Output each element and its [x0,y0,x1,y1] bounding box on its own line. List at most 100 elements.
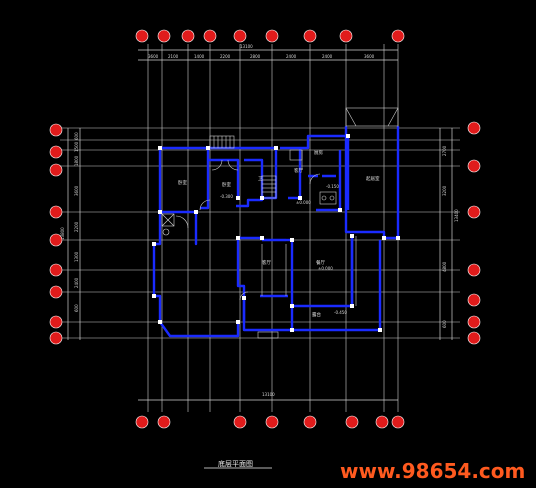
axis-bubble [135,415,149,429]
axis-bubble [467,121,481,135]
room-label-9: 客厅 [294,167,303,174]
top-segment-dim: 3600 [148,54,159,59]
column [346,134,350,138]
top-segment-dim: 2400 [286,54,297,59]
room-label-3: 卫 [258,176,263,182]
column [350,304,354,308]
top-total-dim: 13100 [240,44,253,49]
right-total-dim: 13400 [454,209,459,222]
right-segment-dims: 2700 3200 4800 600 [442,145,447,328]
column [396,236,400,240]
column [290,238,294,242]
interior-details [161,107,399,339]
axis-bubble [391,415,405,429]
axis-grid [60,44,460,412]
axis-bubble [467,315,481,329]
top-segment-dim: 2400 [322,54,333,59]
axis-bubble [49,163,63,177]
column [260,196,264,200]
axis-bubble [49,315,63,329]
room-label-8: 露台 [312,311,321,318]
axis-bubble [203,29,217,43]
room-label-4: 客厅 [262,259,271,266]
room-label-2: 卧室 [222,181,231,188]
column [158,210,162,214]
axis-bubble [233,415,247,429]
bottom-total-dim: 13100 [262,392,275,397]
column [338,208,342,212]
room-label-7: 起居室 [366,175,380,182]
column [260,236,264,240]
axis-bubble [375,415,389,429]
axis-bubble [467,263,481,277]
column [298,196,302,200]
axis-bubble [467,331,481,345]
axis-bubble [49,263,63,277]
axis-bubble [135,29,149,43]
axis-bubble [339,29,353,43]
axis-bubble [181,29,195,43]
right-segment-dim: 600 [442,320,447,328]
column [152,294,156,298]
axis-bubble [345,415,359,429]
top-segment-dim: 2200 [220,54,231,59]
axis-bubble [49,205,63,219]
top-segment-dims: 3600 2100 1400 2200 2800 2400 2400 3600 [148,54,375,59]
level-label-3: ±0.000 [296,200,311,205]
walls [152,126,400,338]
left-total-dim: 13800 [60,227,65,240]
column [290,304,294,308]
axis-bubble [157,415,171,429]
column [236,236,240,240]
column [152,242,156,246]
axis-bubbles [49,29,481,429]
column [382,236,386,240]
axis-bubble [391,29,405,43]
top-segment-dim: 3600 [364,54,375,59]
columns [152,134,400,332]
axis-bubble [49,145,63,159]
left-segment-dim: 1800 [74,155,79,166]
axis-bubble [233,29,247,43]
column [378,328,382,332]
column [274,146,278,150]
axis-bubble [49,233,63,247]
column [350,234,354,238]
room-label-6: 厨房 [314,149,323,156]
column [236,320,240,324]
drawing-title: 底层平面图 [218,459,253,468]
right-segment-dim: 3200 [442,185,447,196]
room-label-1: 卧室 [178,179,187,186]
column [206,146,210,150]
room-label-5: 餐厅 [316,259,325,266]
top-segment-dim: 2100 [168,54,179,59]
axis-bubble [303,415,317,429]
column [158,320,162,324]
dimension-lines [67,49,453,401]
left-segment-dim: 3600 [74,185,79,196]
right-segment-dim: 4800 [442,261,447,272]
axis-bubble [303,29,317,43]
level-label-5: -0.450 [334,310,347,315]
axis-bubble [467,159,481,173]
column [290,328,294,332]
axis-bubble [157,29,171,43]
top-segment-dim: 1400 [194,54,205,59]
right-segment-dim: 2700 [442,145,447,156]
axis-bubble [467,293,481,307]
level-label-1: -0.300 [220,194,233,199]
left-segment-dim: 1300 [74,251,79,262]
watermark: www.98654.com [340,459,525,483]
column [158,146,162,150]
left-segment-dim: 2400 [74,277,79,288]
axis-bubble [265,415,279,429]
column [194,210,198,214]
left-segment-dim: 600 [74,132,79,140]
left-segment-dim: 1500 [74,141,79,152]
level-label-4: -0.150 [326,184,339,189]
axis-bubble [467,205,481,219]
axis-bubble [265,29,279,43]
top-segment-dim: 2800 [250,54,261,59]
